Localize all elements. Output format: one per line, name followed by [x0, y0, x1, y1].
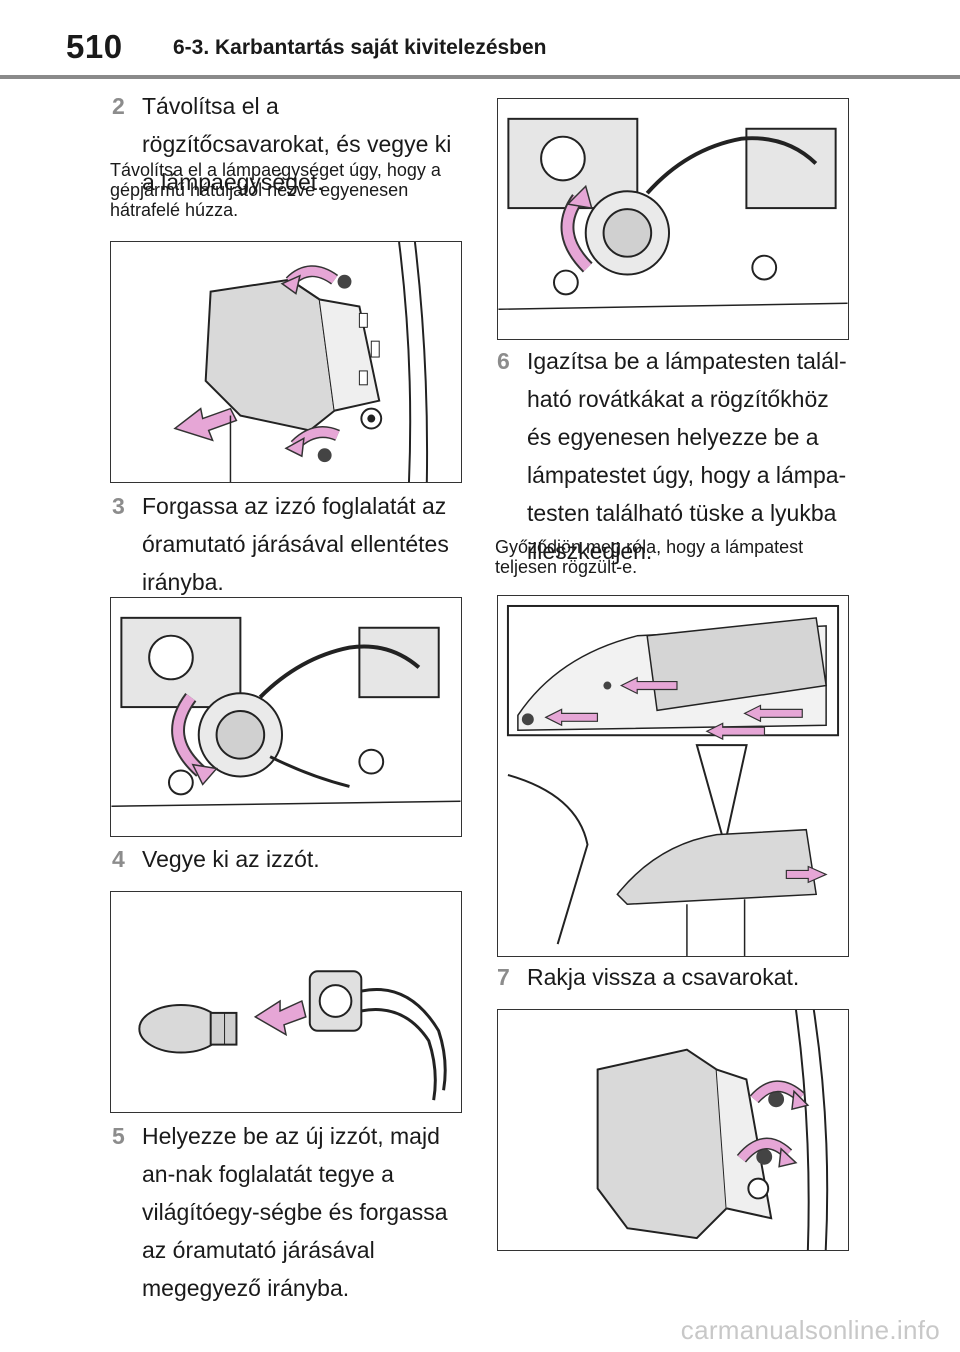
step-6-note: Győződjön meg róla, hogy a lámpatest tel…: [495, 537, 804, 577]
page-number: 510: [66, 28, 123, 65]
step-5: 5 Helyezze be az új izzót, majd an-nak f…: [112, 1117, 464, 1307]
socket-clockwise-drawing: [498, 117, 848, 310]
bulb-removal-drawing: [138, 970, 447, 1101]
illustration-rotate-socket-counterclockwise: [110, 597, 462, 837]
step-text: Helyezze be az új izzót, majd an-nak fog…: [142, 1123, 448, 1301]
step-number: 2: [112, 93, 125, 119]
step-text: Vegye ki az izzót.: [142, 846, 320, 872]
screws-reinstall-drawing: [596, 1010, 829, 1250]
step-text: Igazítsa be a lámpatesten talál-ható rov…: [527, 348, 847, 564]
illustration-rotate-socket-clockwise: [497, 98, 849, 340]
step-6: 6 Igazítsa be a lámpatesten talál-ható r…: [497, 342, 849, 570]
illustration-insert-lamp-unit: [497, 595, 849, 957]
step-number: 6: [497, 348, 510, 374]
step-2-note: Távolítsa el a lámpaegységet úgy, hogy a…: [110, 160, 441, 220]
illustration-reinstall-screws: [497, 1009, 849, 1251]
header-divider: [0, 75, 960, 79]
step-text: Rakja vissza a csavarokat.: [527, 964, 800, 990]
illustration-remove-bulb: [110, 891, 462, 1113]
step-2: 2 Távolítsa el a rögzítőcsavarokat, és v…: [112, 87, 464, 201]
step-3: 3 Forgassa az izzó foglalatát az óramuta…: [112, 487, 464, 601]
step-number: 4: [112, 846, 125, 872]
step-7: 7 Rakja vissza a csavarokat.: [497, 958, 849, 996]
step-text: Forgassa az izzó foglalatát az óramutató…: [142, 493, 449, 595]
step-number: 3: [112, 493, 125, 519]
step-number: 5: [112, 1123, 125, 1149]
lamp-unit-insertion-drawing: [506, 604, 840, 956]
page-header: 510 6-3. Karbantartás saját kivitelezésb…: [0, 0, 960, 80]
illustration-remove-lamp-unit: [110, 241, 462, 483]
step-text: Távolítsa el a rögzítőcsavarokat, és veg…: [142, 93, 452, 195]
step-4: 4 Vegye ki az izzót.: [112, 840, 464, 878]
lamp-unit-removal-drawing: [173, 242, 429, 482]
step-number: 7: [497, 964, 510, 990]
footer-watermark: carmanualsonline.info: [680, 1315, 940, 1345]
section-title: 6-3. Karbantartás saját kivitelezésben: [173, 36, 547, 59]
socket-counterclockwise-drawing: [111, 616, 461, 807]
